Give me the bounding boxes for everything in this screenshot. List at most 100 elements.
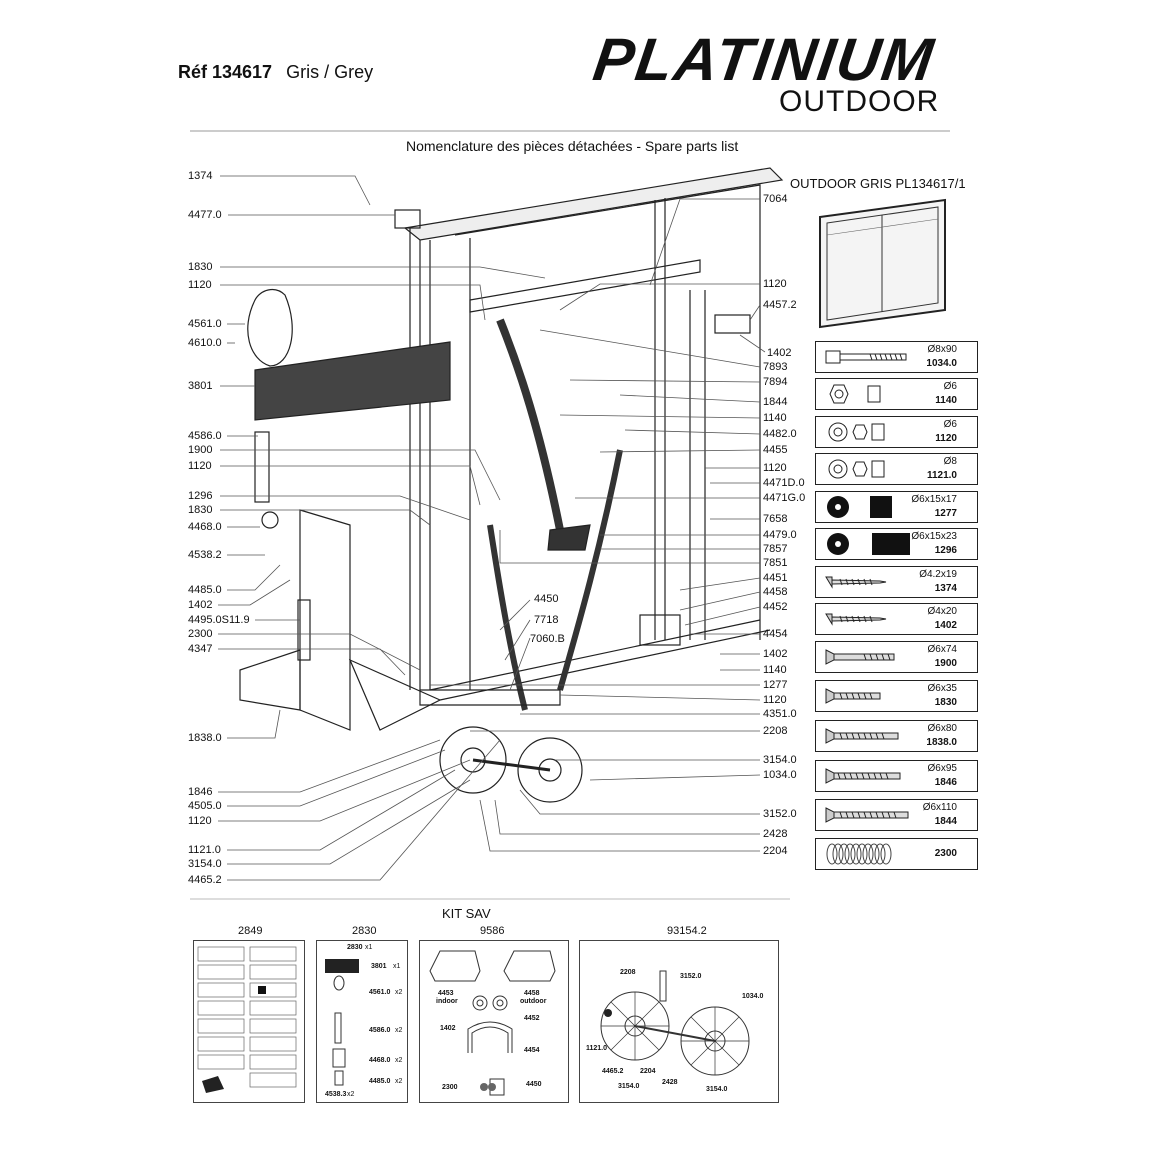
part-label: 4586.0 (188, 430, 222, 442)
part-label: 7718 (534, 614, 559, 626)
kit-label: 2208 (620, 969, 636, 976)
kit-label: x2 (395, 1057, 403, 1064)
kit-title: KIT SAV (442, 906, 491, 921)
black-washer-icon (827, 533, 910, 555)
part-label: 4538.2 (188, 549, 222, 561)
kit-label: 4452 (524, 1015, 540, 1022)
spec-row: Ø8 1121.0 (815, 453, 978, 485)
screw-icon (825, 576, 887, 589)
wheel-kit-drawing (600, 970, 750, 1076)
part-label: 4482.0 (763, 428, 797, 440)
part-label: 4465.2 (188, 874, 222, 886)
part-label: 4471G.0 (763, 492, 806, 504)
kit-box-93154-2: 2208 3152.0 1034.0 1121.0 4465.2 2204 24… (579, 940, 779, 1103)
part-label: 4479.0 (763, 529, 797, 541)
kit-label: 4454 (524, 1047, 540, 1054)
part-label: 2300 (188, 628, 213, 640)
part-label: 1120 (188, 460, 212, 472)
part-label: 1844 (763, 396, 788, 408)
part-label: 1838.0 (188, 732, 222, 744)
screw-icon (825, 688, 881, 704)
kit-label: 4485.0 (369, 1078, 391, 1085)
part-label: 7851 (763, 557, 788, 569)
screw-icon (825, 728, 899, 744)
part-label: 1296 (188, 490, 213, 502)
nut-icon (829, 384, 881, 404)
part-label: 4450 (534, 593, 559, 605)
spec-dimension: Ø4.2x19 (919, 569, 957, 580)
spec-row: Ø8x90 1034.0 (815, 341, 978, 373)
spec-dimension: Ø6x80 (927, 723, 957, 734)
spec-dimension: Ø6x15x23 (911, 531, 957, 542)
part-label: 4347 (188, 643, 213, 655)
part-label: 7060.B (530, 633, 565, 645)
kit-label: 4561.0 (369, 989, 391, 996)
part-label: 1402 (763, 648, 788, 660)
part-label: 4471D.0 (763, 477, 805, 489)
kit-label: 4586.0 (369, 1027, 391, 1034)
spec-dimension: Ø6x74 (927, 644, 957, 655)
part-label: 1034.0 (763, 769, 797, 781)
part-label: 1140 (763, 664, 787, 676)
kit-label: 4465.2 (602, 1068, 624, 1075)
spec-code: 1830 (934, 697, 957, 708)
part-label: 1374 (188, 170, 213, 182)
kit-divider (190, 898, 790, 900)
kit-label: 4468.0 (369, 1057, 391, 1064)
spec-row: Ø4.2x19 1374 (815, 566, 978, 598)
part-label: 7064 (763, 193, 788, 205)
part-label: 2428 (763, 828, 788, 840)
part-label: 1120 (188, 279, 212, 291)
spec-code: 1277 (934, 508, 957, 519)
spec-code: 1120 (935, 433, 957, 444)
kit-box-9586: 4453 indoor 4458 outdoor 4452 1402 4454 … (419, 940, 569, 1103)
spec-dimension: Ø6x35 (927, 683, 957, 694)
part-label: 1140 (763, 412, 787, 424)
part-label: 4505.0 (188, 800, 222, 812)
kit-number: 2830 (352, 925, 377, 937)
spec-code: 1121.0 (926, 470, 957, 481)
screw-icon (825, 649, 895, 665)
spec-code: 1844 (934, 816, 957, 827)
spec-row: 2300 (815, 838, 978, 870)
spec-code: 1296 (934, 545, 957, 556)
part-label: 1277 (763, 679, 788, 691)
kit-label: indoor (436, 998, 458, 1005)
part-label: 3152.0 (763, 808, 797, 820)
kit-label: x2 (395, 1078, 403, 1085)
spec-dimension: Ø6 (943, 381, 957, 392)
spec-row: Ø6x95 1846 (815, 760, 978, 792)
spec-dimension: Ø8 (943, 456, 957, 467)
part-label: 1120 (763, 278, 787, 290)
part-label: 7894 (763, 376, 788, 388)
spring-icon (826, 843, 892, 865)
spec-code: 1034.0 (926, 358, 957, 369)
kit-label: 2428 (662, 1079, 678, 1086)
part-label: 7893 (763, 361, 788, 373)
part-label: 4451 (763, 572, 788, 584)
header-divider (190, 130, 950, 132)
part-label: 7658 (763, 513, 788, 525)
spec-row: Ø6x80 1838.0 (815, 720, 978, 752)
part-label: 1846 (188, 786, 213, 798)
part-label: 3154.0 (188, 858, 222, 870)
kit-label: x2 (395, 1027, 403, 1034)
kit-label: 1402 (440, 1025, 456, 1032)
kit-box-2849 (193, 940, 305, 1103)
spec-dimension: Ø4x20 (927, 606, 957, 617)
screw-icon (825, 807, 909, 823)
kit-number: 2849 (238, 925, 263, 937)
hardware-sheet-thumbnail (197, 946, 297, 1093)
kit-label: 3154.0 (706, 1086, 728, 1093)
part-label: 7857 (763, 543, 788, 555)
kit-label: 3801 (371, 963, 387, 970)
net-post-kit-drawing (325, 959, 359, 1086)
part-label: 4485.0 (188, 584, 222, 596)
kit-label: 2830 (347, 944, 363, 951)
spec-row: Ø6 1140 (815, 378, 978, 410)
spec-code: 1374 (934, 583, 957, 594)
ref-number: Réf 134617 (178, 62, 273, 82)
screw-icon (825, 613, 887, 626)
